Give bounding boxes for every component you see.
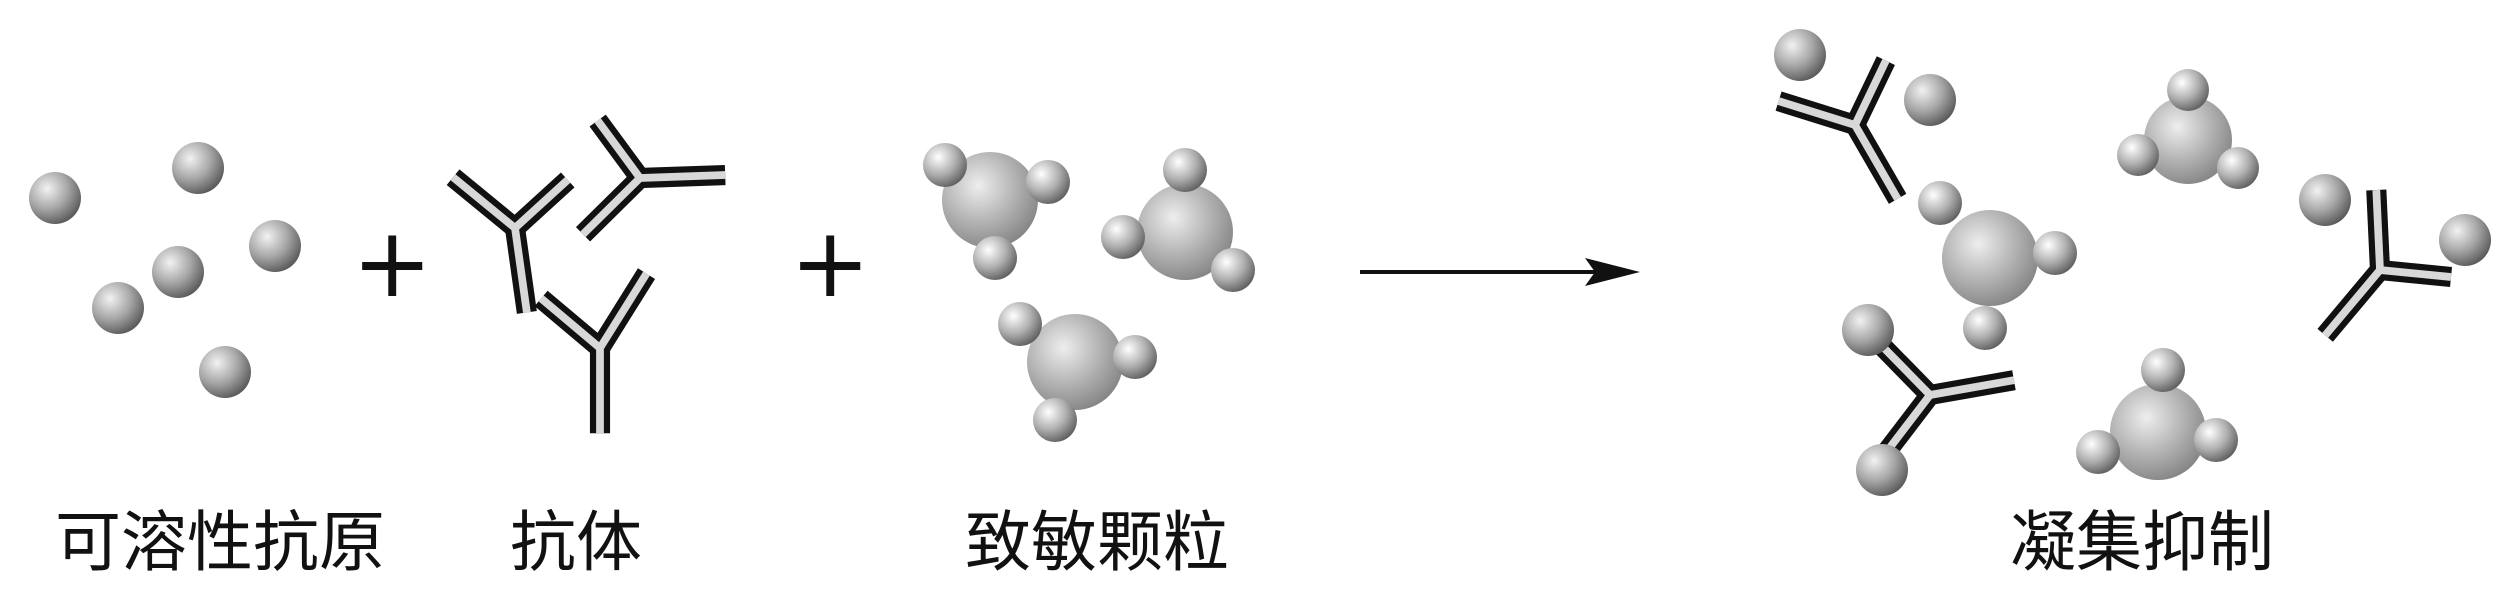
label-sensitized-particle: 致敏颗粒 — [965, 504, 1229, 581]
antibody-group — [446, 114, 726, 434]
reaction-arrow — [1360, 258, 1640, 286]
label-antibody: 抗体 — [510, 504, 642, 581]
label-agglutination-inhibition: 凝集抑制 — [2010, 504, 2274, 581]
agglutination-inhibition-group — [1774, 29, 2491, 496]
soluble-antigen-ball — [29, 172, 81, 224]
plus-sign: + — [790, 207, 871, 319]
soluble-antigen-ball — [152, 246, 204, 298]
soluble-antigen-ball — [92, 282, 144, 334]
sensitized-particle — [2076, 348, 2238, 480]
antibody-with-antigen — [1842, 304, 2016, 496]
antibody-y-shape — [575, 114, 726, 242]
soluble-antigen-ball — [249, 220, 301, 272]
antibody-with-antigen — [2299, 174, 2491, 342]
soluble-antigen-group — [29, 142, 301, 398]
sensitized-particle-group — [923, 143, 1255, 442]
plus-sign: + — [352, 207, 433, 319]
sensitized-particle — [2117, 69, 2259, 189]
soluble-antigen-ball — [172, 142, 224, 194]
sensitized-particle — [1101, 148, 1255, 292]
sensitized-particle — [923, 143, 1070, 280]
label-soluble-antigen: 可溶性抗原 — [55, 504, 385, 581]
sensitized-particle — [998, 302, 1157, 442]
sensitized-particle — [1918, 181, 2077, 350]
antibody-with-antigen — [1774, 29, 1956, 204]
antibody-y-shape — [534, 268, 656, 434]
antibody-y-shape — [446, 169, 575, 314]
soluble-antigen-ball — [199, 346, 251, 398]
